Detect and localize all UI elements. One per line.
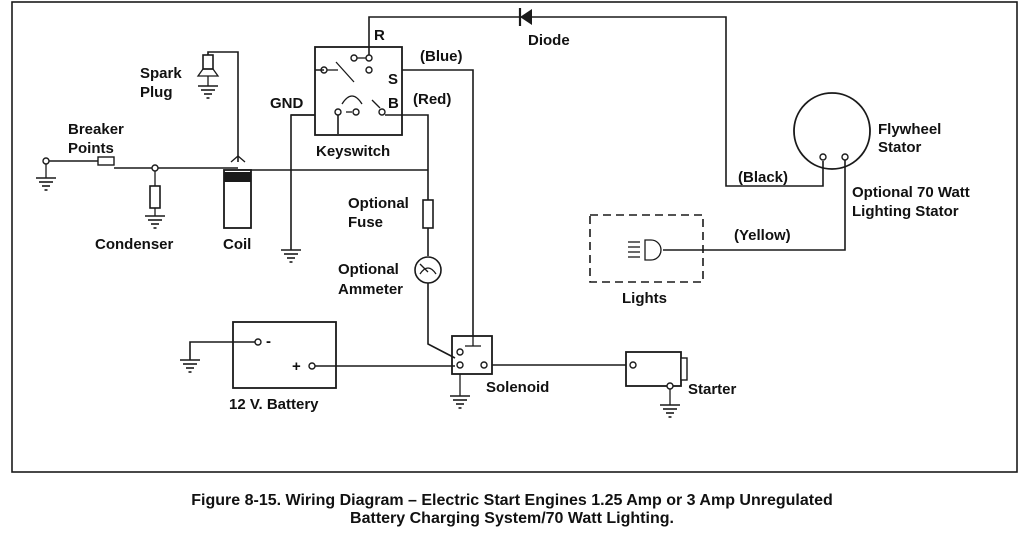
battery-symbol (179, 321, 455, 389)
lighting-stator-label-1: Optional 70 Watt (852, 184, 970, 201)
optional-ammeter-label-2: Ammeter (338, 281, 403, 298)
optional-fuse-label-2: Fuse (348, 214, 383, 231)
wire-diode (368, 16, 824, 187)
caption-line-2: Battery Charging System/70 Watt Lighting… (350, 510, 674, 527)
battery-plus-label: + (292, 358, 301, 375)
fuse-symbol (422, 199, 434, 229)
breaker-points-label-2: Points (68, 140, 114, 157)
keyswitch-label: Keyswitch (316, 143, 390, 160)
lighting-stator-label-2: Lighting Stator (852, 203, 959, 220)
keyswitch-terminal-b: B (388, 95, 399, 112)
solenoid-symbol (449, 335, 626, 409)
breaker-points-label-1: Breaker (68, 121, 124, 138)
lights-label: Lights (622, 290, 667, 307)
figure-caption: Figure 8-15. Wiring Diagram – Electric S… (0, 492, 1024, 528)
caption-line-1: Figure 8-15. Wiring Diagram – Electric S… (191, 492, 833, 509)
battery-label: 12 V. Battery (229, 396, 319, 413)
battery-minus-label: - (266, 333, 271, 350)
spark-plug-label-2: Plug (140, 84, 173, 101)
yellow-label: (Yellow) (734, 227, 791, 244)
coil-symbol (223, 155, 252, 229)
gnd-label: GND (270, 95, 304, 112)
coil-label: Coil (223, 236, 251, 253)
red-label: (Red) (413, 91, 451, 108)
flywheel-stator-label-1: Flywheel (878, 121, 941, 138)
figure-frame (11, 1, 1018, 473)
flywheel-stator-symbol (663, 92, 871, 251)
diode-label: Diode (528, 32, 570, 49)
condenser-label: Condenser (95, 236, 174, 253)
spark-plug-symbol (196, 51, 239, 162)
wire-red (385, 114, 429, 200)
optional-fuse-label-1: Optional (348, 195, 409, 212)
optional-ammeter-label-1: Optional (338, 261, 399, 278)
keyswitch (314, 46, 403, 136)
keyswitch-terminal-s: S (388, 71, 398, 88)
wiring-diagram: R S B Keyswitch GND Diode (Blue) (Red) O… (11, 1, 1018, 473)
condenser-symbol (144, 164, 166, 229)
ammeter-symbol (414, 256, 442, 284)
keyswitch-terminal-r: R (374, 27, 385, 44)
wire-kill (238, 115, 428, 171)
black-label: (Black) (738, 169, 788, 186)
wire-blue (402, 69, 474, 336)
flywheel-stator-label-2: Stator (878, 139, 922, 156)
diode-symbol (518, 8, 532, 26)
starter-label: Starter (688, 381, 737, 398)
spark-plug-label-1: Spark (140, 65, 182, 82)
solenoid-label: Solenoid (486, 379, 549, 396)
breaker-points-symbol (35, 156, 238, 191)
lights-symbol (589, 214, 704, 283)
starter-symbol (625, 351, 688, 418)
blue-label: (Blue) (420, 48, 463, 65)
